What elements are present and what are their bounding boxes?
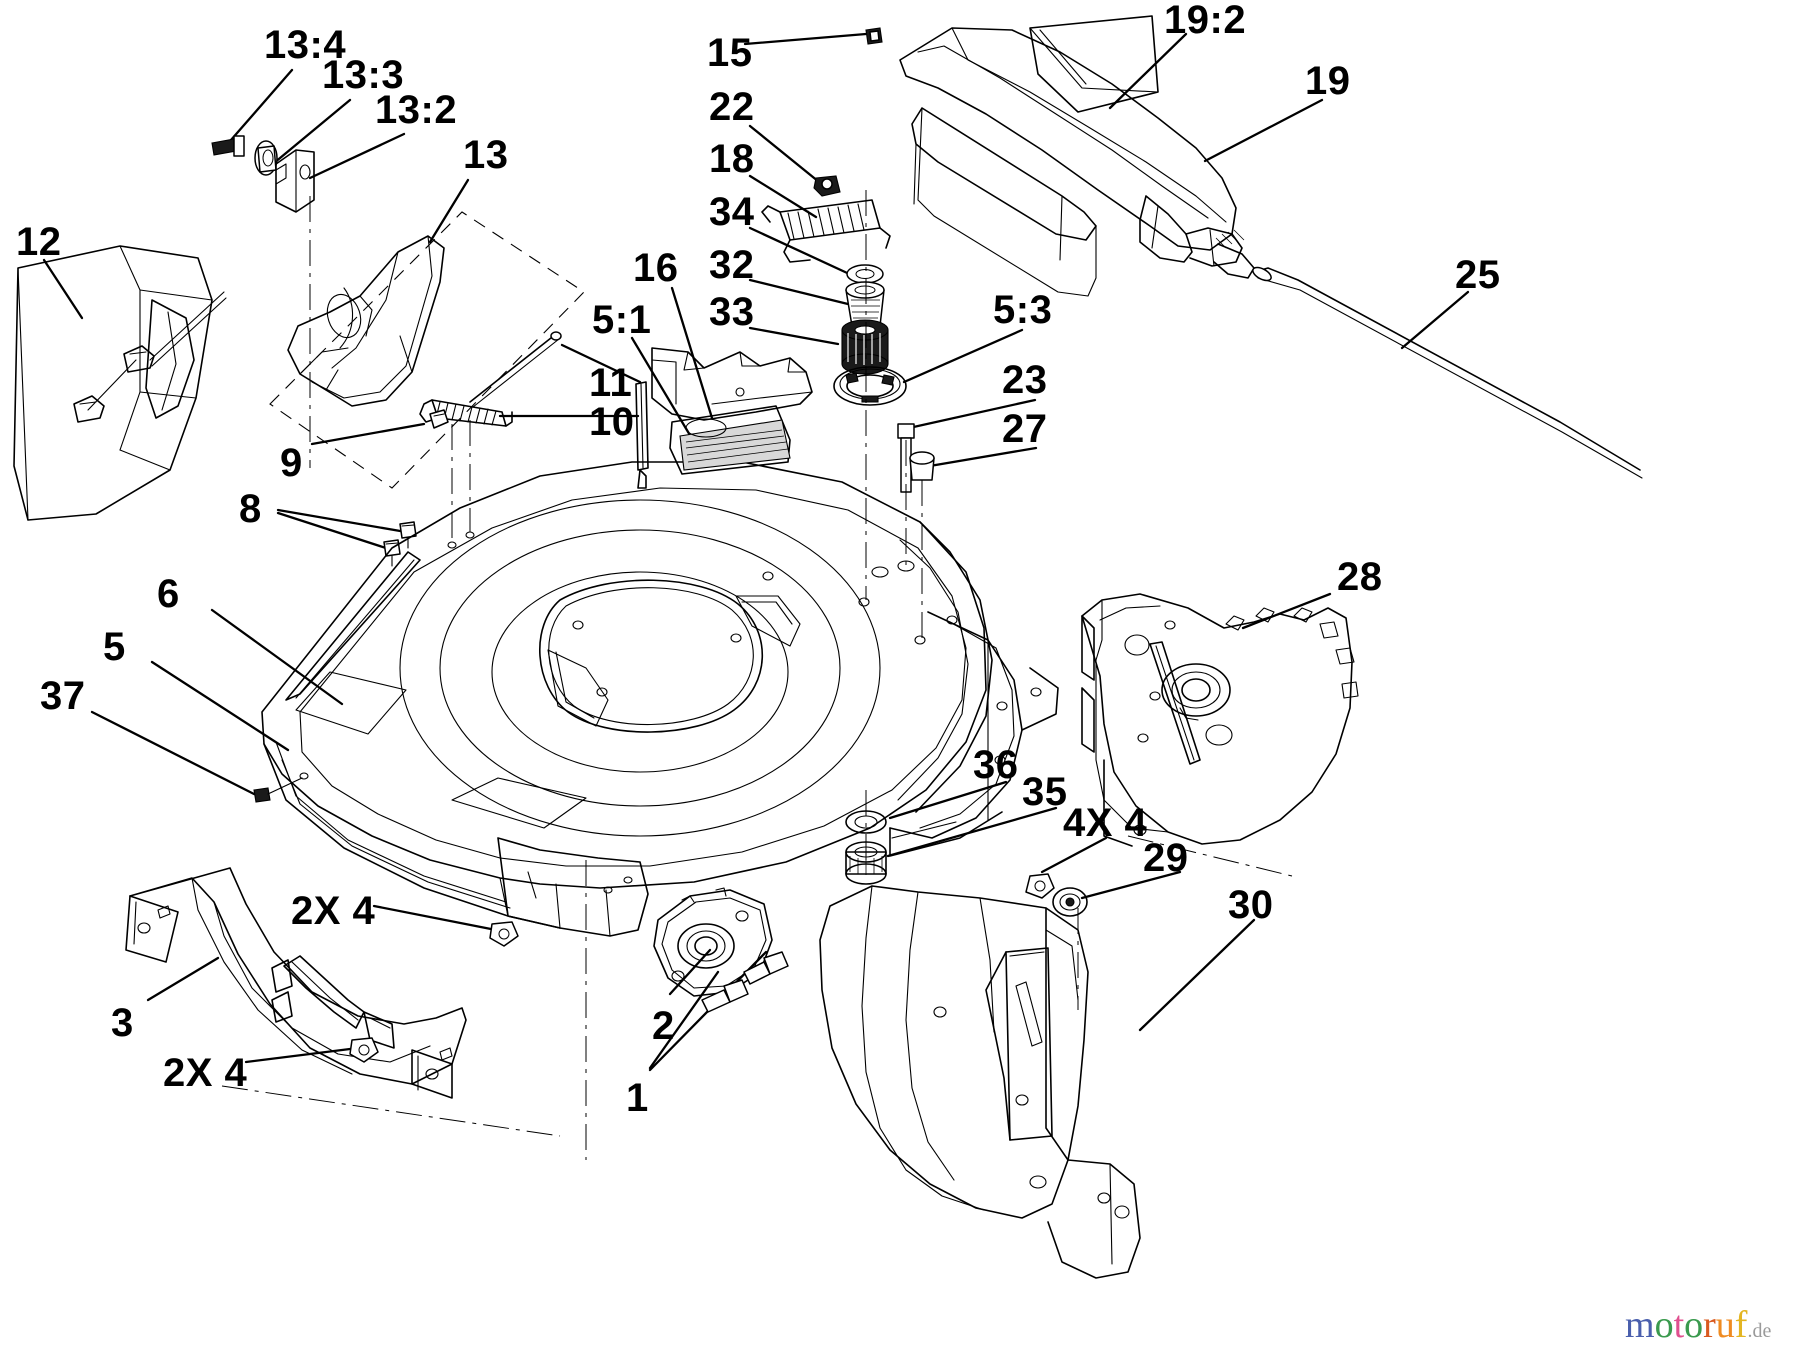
warning-label-decal [669, 405, 791, 475]
callout-3: 3 [111, 1001, 134, 1045]
callout-35: 35 [1022, 770, 1068, 814]
part-5-3-bearing [833, 366, 907, 406]
callout-28: 28 [1337, 555, 1383, 599]
part-13-3-knob [254, 140, 278, 176]
callout-15: 15 [707, 31, 753, 75]
callout-29: 29 [1143, 836, 1189, 880]
part-5-mower-deck [261, 461, 1059, 937]
callout-22: 22 [709, 85, 755, 129]
part-33-gear [841, 319, 889, 375]
callout-13-4: 13:4 [264, 23, 347, 67]
part-23-bolt [897, 423, 915, 572]
part-2-bearing-plate [585, 860, 773, 1160]
callout-16: 16 [633, 246, 679, 290]
part-5-1-rod [635, 381, 649, 489]
motoruf-watermark: motoruf.de [1625, 1306, 1771, 1344]
watermark-letter-o1: o [1654, 1304, 1674, 1346]
watermark-letter-m: m [1625, 1304, 1655, 1346]
callout-27: 27 [1002, 407, 1048, 451]
callout-18: 18 [709, 137, 755, 181]
part-2x4-fastener-upper [489, 921, 519, 947]
callout-9: 9 [280, 441, 303, 485]
callout-8: 8 [239, 487, 262, 531]
part-18-torsion-spring [761, 199, 891, 263]
part-32-bushing [845, 281, 885, 327]
callout-19: 19 [1305, 59, 1351, 103]
part-4x4-nut [1025, 873, 1055, 899]
part-13-handle-lever [269, 196, 585, 489]
callout-13-3: 13:3 [322, 53, 405, 97]
callout-4x4: 4X 4 [1063, 801, 1148, 845]
callout-6: 6 [157, 572, 180, 616]
callout-2x4-upper: 2X 4 [291, 889, 376, 933]
callout-23: 23 [1002, 358, 1048, 402]
callout-11: 11 [589, 361, 633, 405]
part-2x4-fastener-lower [349, 1037, 379, 1063]
callout-33: 33 [709, 290, 755, 334]
callout-5: 5 [103, 625, 126, 669]
part-16-front-shield [651, 347, 813, 421]
part-34-washer [846, 264, 884, 284]
callout-19-2: 19:2 [1164, 0, 1247, 42]
part-19-handle-assembly [899, 15, 1255, 297]
part-35-locknut [845, 841, 887, 885]
callout-36: 36 [973, 743, 1019, 787]
part-37-fastener [253, 772, 309, 803]
part-12-rear-guard [13, 245, 227, 521]
part-28-drive-cover [1081, 593, 1359, 877]
callout-1: 1 [626, 1076, 649, 1120]
callout-37: 37 [40, 674, 86, 718]
part-11-rod [469, 331, 562, 408]
callout-5-1: 5:1 [592, 298, 652, 342]
callout-10: 10 [589, 400, 635, 444]
callout-30: 30 [1228, 883, 1274, 927]
part-27-plug [909, 451, 935, 640]
callout-13: 13 [463, 133, 509, 177]
part-22-nut [813, 175, 841, 197]
part-36-washer [845, 790, 887, 860]
part-15-clip [865, 27, 883, 45]
watermark-letter-t: t [1673, 1304, 1685, 1346]
callout-2: 2 [652, 1004, 675, 1048]
part-9-fastener [429, 409, 449, 429]
callout-5-3: 5:3 [993, 288, 1053, 332]
part-3-front-bumper [125, 867, 561, 1137]
watermark-letter-f: f [1734, 1304, 1748, 1346]
part-25-cable [1252, 266, 1643, 479]
watermark-letter-o2: o [1684, 1304, 1704, 1346]
watermark-letter-r: r [1703, 1304, 1716, 1346]
watermark-suffix: .de [1747, 1320, 1772, 1342]
callout-32: 32 [709, 243, 755, 287]
callout-34: 34 [709, 190, 755, 234]
callout-12: 12 [16, 220, 62, 264]
part-8-rivets [383, 420, 471, 567]
watermark-letter-u: u [1715, 1304, 1735, 1346]
part-13-4-screw [211, 135, 245, 157]
callout-13-2: 13:2 [375, 88, 458, 132]
part-13-2-bracket [275, 149, 315, 213]
callout-25: 25 [1455, 253, 1501, 297]
part-29-flange-nut [1052, 887, 1088, 1010]
callout-2x4-lower: 2X 4 [163, 1051, 248, 1095]
part-30-chute [819, 885, 1141, 1279]
part-1-bolts [701, 951, 789, 1013]
